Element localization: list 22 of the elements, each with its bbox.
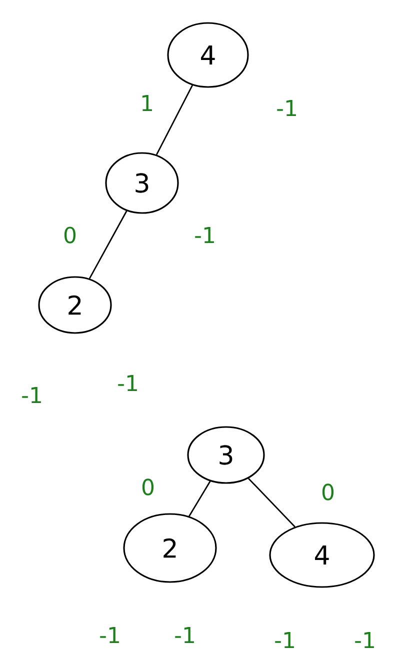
- tree-edge: [88, 210, 128, 279]
- balance-factor: -1: [22, 386, 41, 404]
- balance-factor: -1: [118, 374, 137, 392]
- tree-edge: [156, 84, 193, 156]
- tree-node: 2: [38, 276, 112, 334]
- balance-factor: 1: [142, 94, 152, 112]
- tree-node: 4: [269, 522, 375, 588]
- tree-edge: [188, 480, 211, 517]
- tree-node: 4: [167, 22, 249, 88]
- balance-factor: -1: [195, 226, 214, 244]
- balance-factor: -1: [355, 632, 374, 648]
- tree-node: 3: [105, 152, 179, 214]
- tree-node: 2: [123, 513, 217, 583]
- balance-factor: -1: [100, 626, 119, 644]
- balance-factor: 0: [322, 484, 334, 500]
- balance-factor: 0: [142, 478, 154, 496]
- balance-factor: -1: [275, 632, 294, 648]
- balance-factor: -1: [175, 626, 194, 644]
- tree-edge: [248, 478, 296, 528]
- tree-node: 3: [187, 426, 265, 484]
- balance-factor: 0: [64, 226, 76, 244]
- balance-factor: -1: [277, 100, 296, 116]
